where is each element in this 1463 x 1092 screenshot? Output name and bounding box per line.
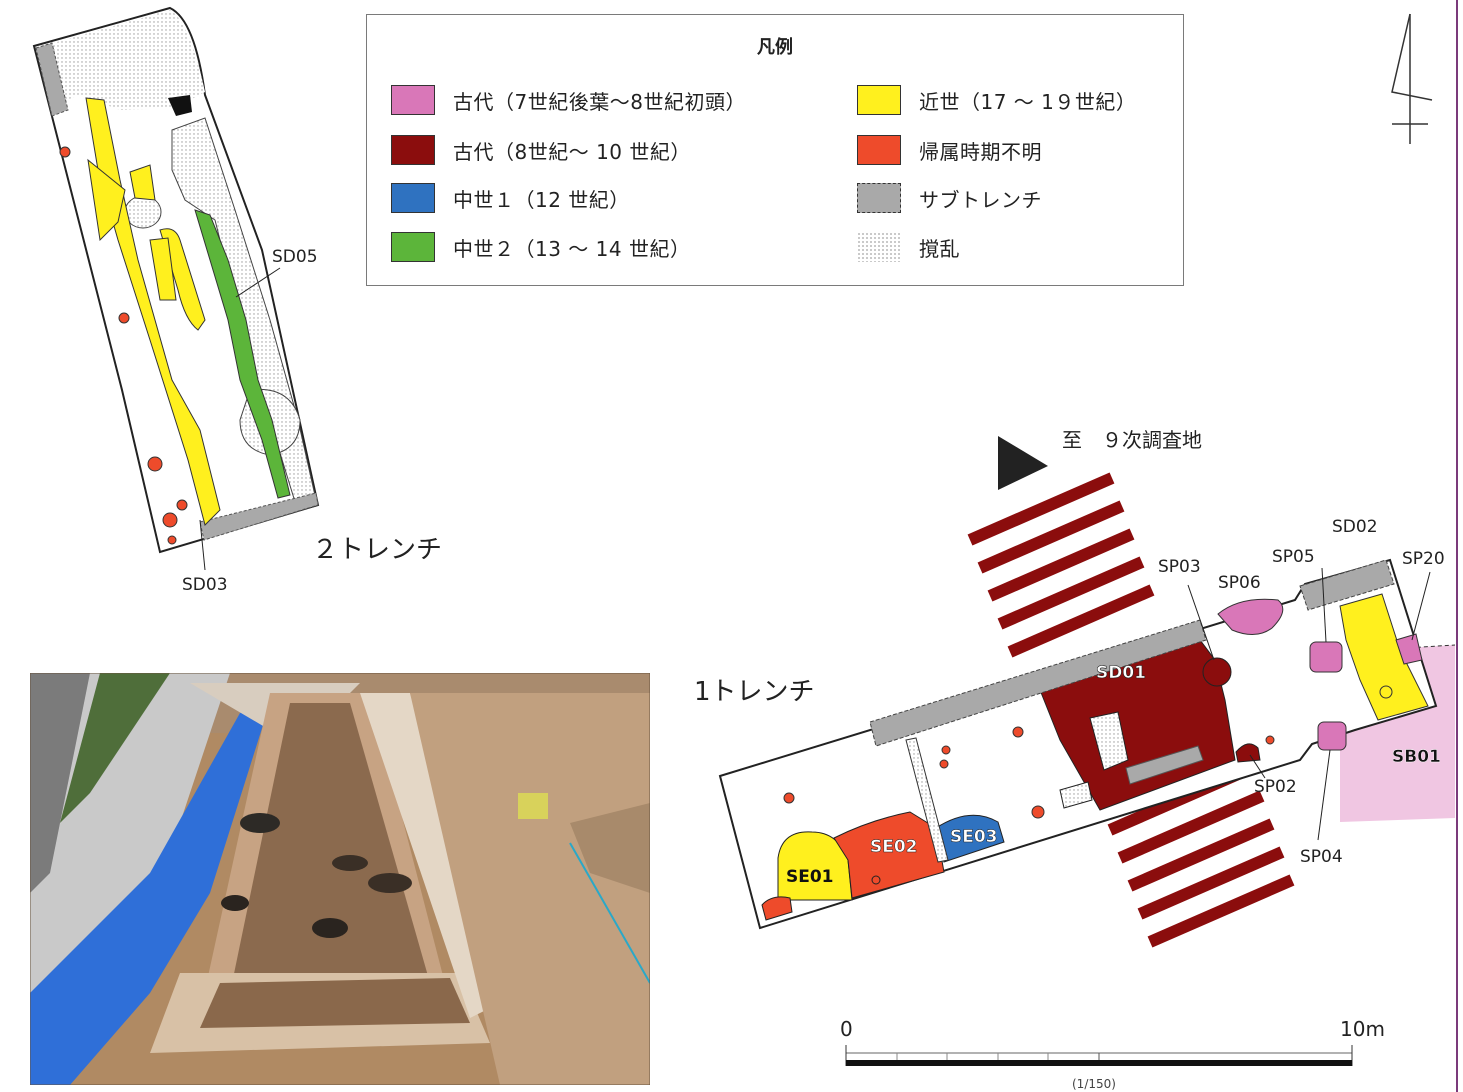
trench1-label-sp06: SP06 [1218, 573, 1261, 593]
legend-label-kodai-8: 古代（8世紀～ 10 世紀） [453, 139, 691, 164]
trench1-plan [718, 558, 1456, 930]
trench1-sp06-feature [1217, 598, 1284, 635]
trench1-label-sd01: SD01 [1096, 663, 1146, 683]
legend-label-disturbance: 撹乱 [919, 236, 960, 261]
trench1-label-sp03: SP03 [1158, 557, 1201, 577]
legend-swatch-kinsei [857, 85, 901, 115]
legend-label-kinsei: 近世（17 ～ 1９世紀） [919, 89, 1137, 114]
trench1-label-sp04: SP04 [1300, 847, 1343, 867]
legend: 凡例 古代（7世紀後葉～8世紀初頭） 古代（8世紀～ 10 世紀） 中世１（12… [366, 14, 1184, 286]
legend-item-chusei-1: 中世１（12 世紀） [391, 181, 630, 215]
trench1-label-sp20: SP20 [1402, 549, 1445, 569]
legend-item-kodai-8: 古代（8世紀～ 10 世紀） [391, 133, 691, 167]
scale-max-label: 10m [1340, 1017, 1385, 1041]
scale-zero-label: 0 [840, 1017, 853, 1041]
trench2-sd05-feature [194, 209, 291, 499]
trench1-sp20-feature [1395, 633, 1423, 665]
legend-swatch-subtrench [857, 183, 901, 213]
trench1-sp04-feature [1317, 721, 1347, 751]
scale-bar [845, 1045, 1353, 1066]
trench1-label-sb01: SB01 [1392, 747, 1441, 767]
trench1-subtrench-main [869, 619, 1207, 747]
legend-swatch-unknown-period [857, 135, 901, 165]
trench2-disturbance-top [36, 10, 205, 110]
legend-item-kinsei: 近世（17 ～ 1９世紀） [857, 83, 1136, 117]
legend-swatch-disturbance [857, 232, 901, 262]
legend-label-kodai-7: 古代（7世紀後葉～8世紀初頭） [453, 89, 746, 114]
direction-label: 至 ９次調査地 [1062, 428, 1202, 452]
scale-ratio-label: (1/150) [1072, 1077, 1116, 1091]
hatched-area-top [967, 472, 1155, 658]
trench1-label-sp02: SP02 [1254, 777, 1297, 797]
trench1-sp02-feature [1235, 743, 1261, 763]
legend-label-unknown-period: 帰属時期不明 [919, 139, 1042, 164]
trench1-sp03-feature [1202, 657, 1232, 687]
page-border-right [1456, 0, 1458, 1092]
trench1-sp05-feature [1309, 641, 1343, 673]
trench2-plan [32, 6, 320, 571]
trench2-label-sd05: SD05 [272, 247, 318, 267]
trench1-se03-feature [935, 814, 1005, 863]
trench1-label-sp05: SP05 [1272, 547, 1315, 567]
direction-arrow-icon [998, 436, 1048, 490]
legend-swatch-kodai-8 [391, 135, 435, 165]
legend-swatch-chusei-2 [391, 232, 435, 262]
legend-label-chusei-1: 中世１（12 世紀） [453, 187, 630, 212]
legend-item-chusei-2: 中世２（13 ～ 14 世紀） [391, 230, 690, 264]
legend-label-chusei-2: 中世２（13 ～ 14 世紀） [453, 236, 691, 261]
trench1-se02-feature [833, 811, 945, 899]
trench1-sd01-feature [1039, 639, 1236, 811]
legend-item-kodai-7: 古代（7世紀後葉～8世紀初頭） [391, 83, 746, 117]
trench2-label-sd03: SD03 [182, 575, 228, 595]
legend-swatch-kodai-7 [391, 85, 435, 115]
legend-label-subtrench: サブトレンチ [919, 187, 1042, 212]
legend-item-disturbance: 撹乱 [857, 230, 960, 264]
trench1-label-se03: SE03 [950, 827, 998, 847]
trench1-label-sd02: SD02 [1332, 517, 1378, 537]
legend-item-subtrench: サブトレンチ [857, 181, 1042, 215]
legend-item-unknown-period: 帰属時期不明 [857, 133, 1042, 167]
trench2-subtrench-top [35, 42, 69, 117]
trench1-sd02-feature [1339, 593, 1429, 721]
trench1-label-se01: SE01 [786, 867, 834, 887]
legend-swatch-chusei-1 [391, 183, 435, 213]
excavation-photo [30, 673, 650, 1085]
north-arrow-icon [1391, 13, 1433, 144]
trench2-title: ２トレンチ [312, 535, 442, 565]
trench2-subtrench-bottom [199, 492, 319, 541]
legend-title: 凡例 [757, 37, 793, 58]
trench1-title: 1トレンチ [694, 677, 815, 707]
trench1-label-se02: SE02 [870, 837, 918, 857]
